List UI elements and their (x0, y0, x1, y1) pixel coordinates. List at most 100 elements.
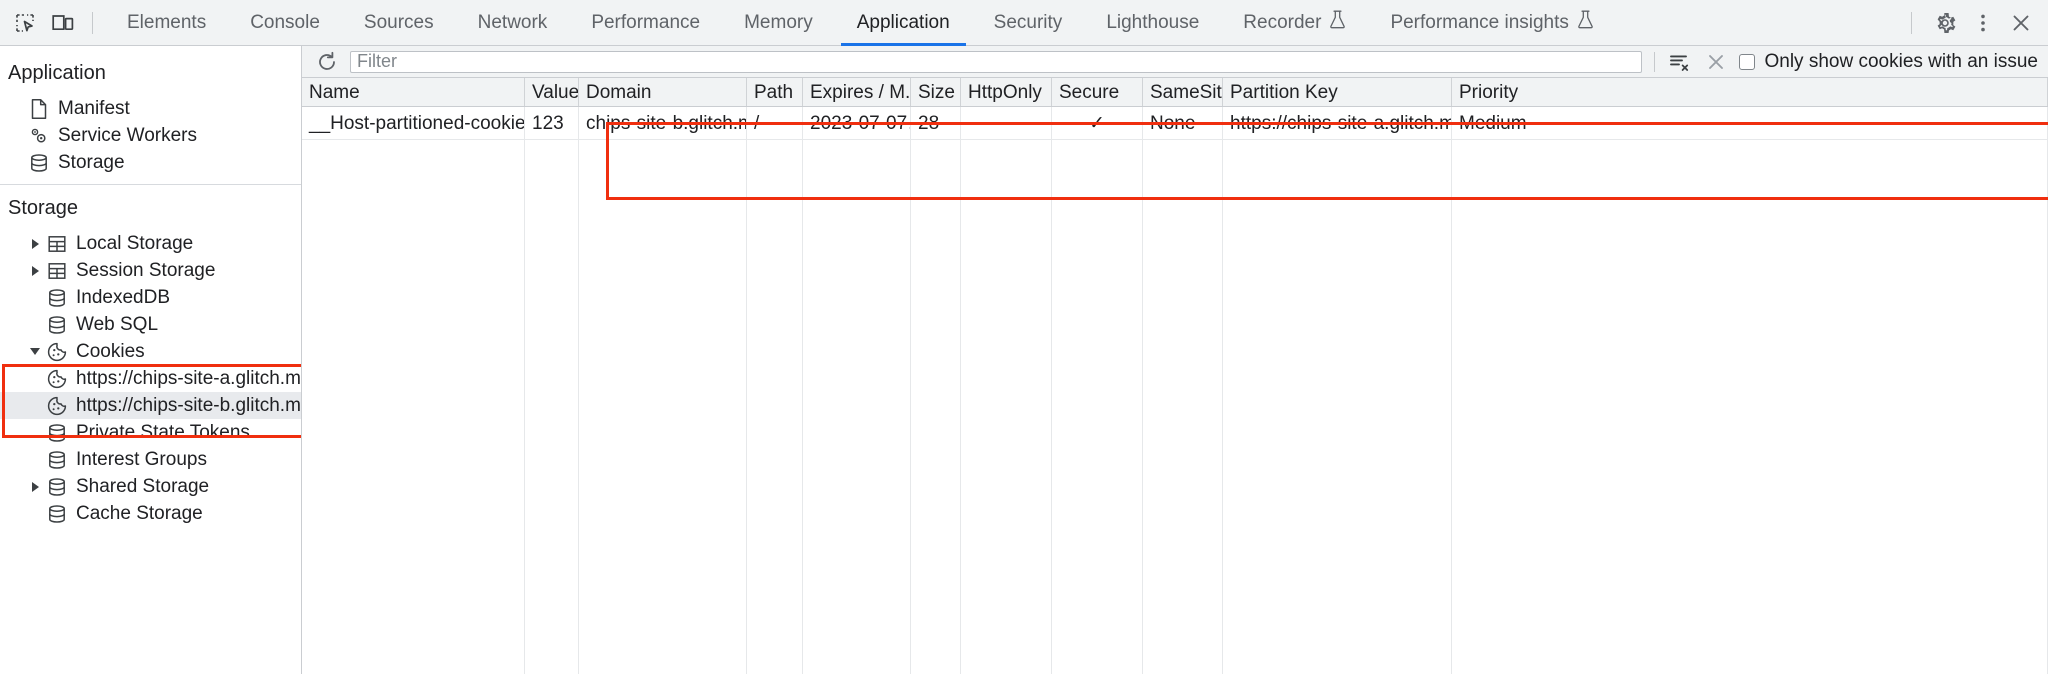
cell-samesite[interactable]: None (1143, 107, 1223, 139)
refresh-icon[interactable] (314, 50, 340, 74)
application-sidebar: Application Manifest (0, 46, 302, 674)
cookies-datagrid: Name Value Domain Path Expires / M... Si… (302, 78, 2048, 674)
toolbar-right-controls (1903, 5, 2040, 41)
gear-icon[interactable] (1926, 5, 1964, 41)
device-toolbar-icon[interactable] (44, 5, 82, 41)
cell-httponly[interactable] (961, 107, 1052, 139)
sidebar-section-application-title: Application (8, 62, 106, 84)
sidebar-item-cookies[interactable]: Cookies (0, 338, 301, 365)
kebab-menu-icon[interactable] (1964, 5, 2002, 41)
sidebar-section-storage-title: Storage (8, 197, 79, 219)
sidebar-item-interest-groups[interactable]: Interest Groups (0, 446, 301, 473)
search-input[interactable] (350, 50, 1643, 73)
sidebar-item-label: Web SQL (76, 314, 159, 335)
tab-label: Performance insights (1390, 11, 1569, 33)
column-header-domain[interactable]: Domain (579, 78, 747, 106)
cell-secure[interactable]: ✓ (1052, 107, 1143, 139)
column-header-expires[interactable]: Expires / M... (803, 78, 911, 106)
sidebar-item-cookie-origin-b[interactable]: https://chips-site-b.glitch.me (0, 392, 301, 419)
tab-elements[interactable]: Elements (105, 0, 228, 46)
cookie-icon (44, 341, 70, 363)
experimental-flask-icon (1329, 10, 1346, 35)
sidebar-item-private-state-tokens[interactable]: Private State Tokens (0, 419, 301, 446)
clear-all-icon[interactable] (1703, 50, 1729, 74)
only-show-issues-checkbox[interactable]: Only show cookies with an issue (1739, 51, 2038, 73)
sidebar-item-storage[interactable]: Storage (0, 149, 301, 176)
sidebar-item-label: IndexedDB (76, 287, 171, 308)
filler-column-size (911, 140, 961, 674)
cell-priority[interactable]: Medium (1452, 107, 2048, 139)
database-icon (44, 476, 70, 498)
table-icon (44, 234, 70, 254)
column-header-path[interactable]: Path (747, 78, 803, 106)
sidebar-item-label: Private State Tokens (76, 422, 250, 443)
column-header-priority[interactable]: Priority (1452, 78, 2048, 106)
sidebar-item-label: Storage (58, 152, 125, 173)
sidebar-item-service-workers[interactable]: Service Workers (0, 122, 301, 149)
filler-column-secure (1052, 140, 1143, 674)
chevron-right-icon[interactable] (26, 478, 44, 496)
column-header-partition-key[interactable]: Partition Key (1223, 78, 1452, 106)
clear-filter-icon[interactable] (1667, 50, 1693, 74)
cell-path[interactable]: / (747, 107, 803, 139)
checkbox-label: Only show cookies with an issue (1764, 50, 2038, 72)
column-header-size[interactable]: Size (911, 78, 961, 106)
chevron-right-icon[interactable] (26, 262, 44, 280)
filler-column-domain (579, 140, 747, 674)
sidebar-item-web-sql[interactable]: Web SQL (0, 311, 301, 338)
tab-network[interactable]: Network (456, 0, 570, 46)
filler-column-partition (1223, 140, 1452, 674)
experimental-flask-icon (1577, 10, 1594, 35)
cell-domain[interactable]: chips-site-b.glitch.me (579, 107, 747, 139)
sidebar-item-indexeddb[interactable]: IndexedDB (0, 284, 301, 311)
filler-column-samesite (1143, 140, 1223, 674)
sidebar-item-session-storage[interactable]: Session Storage (0, 257, 301, 284)
cookies-panel: Only show cookies with an issue Name Val… (302, 46, 2048, 674)
column-header-httponly[interactable]: HttpOnly (961, 78, 1052, 106)
column-header-samesite[interactable]: SameSite (1143, 78, 1223, 106)
tab-console[interactable]: Console (228, 0, 342, 46)
cell-partition-key[interactable]: https://chips-site-a.glitch.me (1223, 107, 1452, 139)
devtools-body: Application Manifest (0, 46, 2048, 674)
sidebar-item-label: Manifest (58, 98, 130, 119)
filler-column-expires (803, 140, 911, 674)
sidebar-item-cache-storage[interactable]: Cache Storage (0, 500, 301, 527)
sidebar-item-shared-storage[interactable]: Shared Storage (0, 473, 301, 500)
tab-label: Sources (363, 11, 434, 33)
tab-security[interactable]: Security (972, 0, 1085, 46)
sidebar-item-manifest[interactable]: Manifest (0, 95, 301, 122)
tab-label: Security (993, 11, 1063, 33)
tab-sources[interactable]: Sources (342, 0, 456, 46)
column-header-name[interactable]: Name (302, 78, 525, 106)
sidebar-item-local-storage[interactable]: Local Storage (0, 230, 301, 257)
cell-expires[interactable]: 2023-07-07… (803, 107, 911, 139)
sidebar-item-cookie-origin-a[interactable]: https://chips-site-a.glitch.me (0, 365, 301, 392)
chevron-down-icon[interactable] (26, 343, 44, 361)
cell-value[interactable]: 123 (525, 107, 579, 139)
filler-column-httponly (961, 140, 1052, 674)
tab-recorder[interactable]: Recorder (1221, 0, 1368, 46)
checkbox-box[interactable] (1739, 53, 1756, 70)
tab-application[interactable]: Application (835, 0, 972, 46)
inspect-element-icon[interactable] (6, 5, 44, 41)
chevron-right-icon[interactable] (26, 235, 44, 253)
tab-memory[interactable]: Memory (722, 0, 835, 46)
tab-lighthouse[interactable]: Lighthouse (1084, 0, 1221, 46)
close-icon[interactable] (2002, 5, 2040, 41)
tab-performance-insights[interactable]: Performance insights (1368, 0, 1615, 46)
sidebar-divider (0, 184, 301, 185)
column-header-value[interactable]: Value (525, 78, 579, 106)
cell-name[interactable]: __Host-partitioned-cookie (302, 107, 525, 139)
tab-performance[interactable]: Performance (569, 0, 722, 46)
cell-size[interactable]: 28 (911, 107, 961, 139)
sidebar-item-label: Session Storage (76, 260, 216, 281)
column-header-secure[interactable]: Secure (1052, 78, 1143, 106)
cookies-filter-toolbar: Only show cookies with an issue (302, 46, 2048, 78)
sidebar-item-label: Cache Storage (76, 503, 203, 524)
datagrid-empty-area (302, 140, 2048, 674)
document-icon (26, 98, 52, 120)
table-row[interactable]: __Host-partitioned-cookie 123 chips-site… (302, 107, 2048, 140)
cookie-icon (44, 368, 70, 390)
sidebar-item-label: Local Storage (76, 233, 194, 254)
table-header-row: Name Value Domain Path Expires / M... Si… (302, 78, 2048, 107)
